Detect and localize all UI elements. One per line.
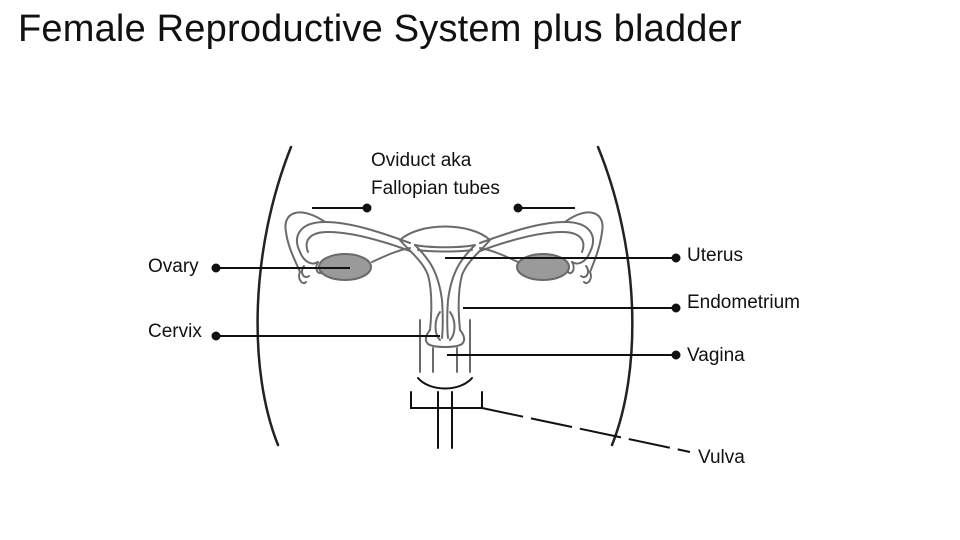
label-ovary: Ovary: [148, 256, 199, 277]
fallopian-tube-right: [479, 221, 594, 265]
uterine-cavity: [414, 244, 476, 339]
ovary-right: [516, 253, 570, 281]
vulva-bracket: [410, 391, 483, 409]
body-outline-right: [596, 145, 634, 447]
vulva-structure: [410, 377, 483, 449]
cervix-outline: [424, 329, 466, 348]
leader-lines: [211, 203, 691, 453]
label-endometrium: Endometrium: [687, 292, 800, 313]
anatomy: [284, 211, 604, 373]
body-outline-left: [256, 145, 293, 447]
label-oviduct-line1: Oviduct aka: [371, 150, 472, 171]
leader-vulva: [481, 407, 691, 453]
pubic-curve: [417, 377, 473, 390]
body-outline: [256, 145, 634, 447]
label-vagina: Vagina: [687, 345, 745, 366]
slide-title: Female Reproductive System plus bladder: [18, 8, 742, 50]
label-vulva: Vulva: [698, 447, 745, 468]
uterus-outline: [399, 225, 491, 331]
label-uterus: Uterus: [687, 245, 743, 266]
label-oviduct-line2: Fallopian tubes: [371, 178, 500, 199]
label-cervix: Cervix: [148, 321, 202, 342]
label-oviduct: Oviduct aka Fallopian tubes: [371, 147, 500, 203]
fallopian-tube-left: [296, 221, 411, 265]
